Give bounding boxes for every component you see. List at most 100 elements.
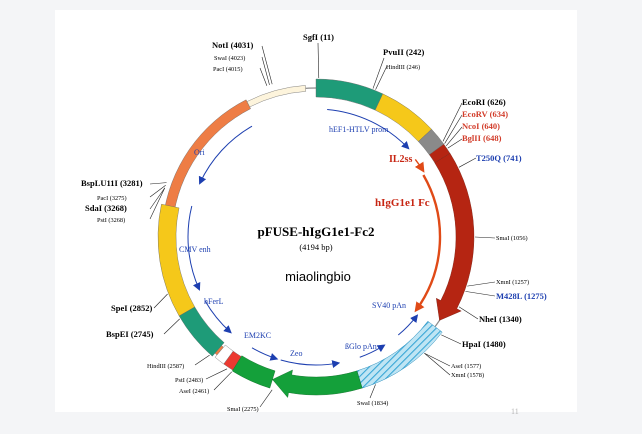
leader-paci-4015 [259,67,268,86]
feature-hferl: hFerL [204,297,224,306]
site-hpai: HpaI (1480) [462,339,506,349]
site-swai-1834: SwaI (1834) [357,400,388,407]
leader-noti [261,45,273,85]
site-smai-1056: SmaI (1056) [496,235,528,242]
leader-smai-2275 [259,389,273,408]
segment-cmv-yellow [157,203,196,317]
arrow-cmv-enh [187,205,201,291]
corner-mark: 11 [511,407,519,416]
site-ecorv: EcoRV (634) [462,109,508,119]
leader-hpai [441,334,462,345]
leader-hindiii-246 [375,65,388,90]
segment-hef1-green [315,78,384,111]
site-asei-1577: AseI (1577) [451,363,481,370]
site-sgfi: SgfI (11) [303,32,334,42]
arrow-higg1e1-fc [414,174,442,313]
feature-direction-arrows [187,108,442,369]
site-spei: SpeI (2852) [111,303,152,313]
site-paci-4015: PacI (4015) [213,66,243,73]
leader-swai-4023 [261,56,270,86]
leader-bsplu11i [149,182,167,185]
site-psti-2483: PstI (2483) [175,377,203,384]
feature-em2kc: EM2KC [244,331,271,340]
site-ecori: EcoRI (626) [462,97,506,107]
site-labels: NotI (4031) SwaI (4023) PacI (4015) SgfI… [81,32,547,413]
segment-hef1-yellow [374,93,432,142]
site-nhei: NheI (1340) [479,314,522,324]
site-xmni-1257: XmnI (1257) [496,279,529,286]
site-ncoi: NcoI (640) [462,121,500,131]
site-bsplu11i: BspLU11I (3281) [81,178,143,188]
segment-higg1e1-fc [434,152,475,321]
site-m428l: M428L (1275) [496,291,547,301]
leader-m428l [465,291,496,297]
feature-bglo-pan: ßGlo pAn [345,342,377,351]
site-hindiii-246: HindIII (246) [386,64,420,71]
feature-sv40-pan: SV40 pAn [372,301,406,310]
watermark-text: miaolingbio [285,269,351,284]
site-t250q: T250Q (741) [476,153,522,163]
leader-ecorv [444,114,463,144]
segment-hferl-green [178,306,225,357]
feature-il2ss: IL2ss [389,154,412,165]
site-xmni-1578: XmnI (1578) [451,372,484,379]
arrow-hef1-htlv [327,108,410,150]
segment-em2kc-green [231,355,276,389]
leader-swai-1834 [369,384,376,399]
leader-t250q [458,157,477,168]
leader-bglii [447,138,463,149]
leader-paci-3275 [149,184,166,198]
arrow-ori [198,125,253,185]
site-smai-2275: SmaI (2275) [227,406,259,413]
leader-xmni-1578 [424,353,451,376]
site-swai-4023: SwaI (4023) [214,55,245,62]
leader-asei-2461 [213,371,232,391]
map-card [55,10,577,412]
arrow-bglo-pan [359,344,386,358]
arrow-hferl [204,300,232,334]
leader-bspei [163,318,180,335]
plasmid-name: pFUSE-hIgG1e1-Fc2 [258,224,375,239]
arrow-em2kc [251,347,279,361]
segment-thin-region [246,85,307,108]
arrow-sv40-pan [397,314,419,336]
leader-spei [153,293,168,309]
leader-nhei [458,306,479,320]
leader-pvuii [372,57,385,89]
leader-asei-1577 [424,353,451,367]
feature-labels: hEF1-HTLV prom IL2ss hIgG1e1 Fc Ori CMV … [179,125,430,358]
leader-psti-3268 [149,187,166,220]
leader-smai-1056 [474,236,496,239]
site-bglii: BglII (648) [462,133,502,143]
site-asei-2461: AseI (2461) [179,388,209,395]
site-paci-3275: PacI (3275) [97,195,127,202]
segment-small-white [214,344,234,365]
leader-sgfi [317,42,320,79]
plasmid-size: (4194 bp) [299,242,332,252]
leader-psti-2483 [205,368,228,380]
feature-ring [157,78,475,398]
site-pvuii: PvuII (242) [383,47,424,57]
site-bspei: BspEI (2745) [106,329,154,339]
leader-xmni-1257 [467,281,496,287]
feature-hef1-htlv-prom: hEF1-HTLV prom [329,125,389,134]
arrow-il2ss [414,158,425,173]
site-hindiii-2587: HindIII (2587) [147,363,184,370]
leader-hindiii-2587 [194,354,210,366]
arrow-zeo [280,359,341,369]
feature-zeo: Zeo [290,349,302,358]
site-leader-lines [149,42,496,408]
segment-zeo-arrow [272,369,363,398]
feature-ori: Ori [194,148,205,157]
feature-cmv-enh: CMV enh [179,245,211,254]
leader-ecori [442,102,463,142]
feature-higg1e1-fc: hIgG1e1 Fc [375,197,430,209]
site-psti-3268: PstI (3268) [97,217,125,224]
site-sdai: SdaI (3268) [85,203,127,213]
leader-sdai [149,187,166,210]
leader-ncoi [446,126,463,146]
segment-sv40-pan-hatched [356,320,443,389]
site-noti: NotI (4031) [212,40,253,50]
